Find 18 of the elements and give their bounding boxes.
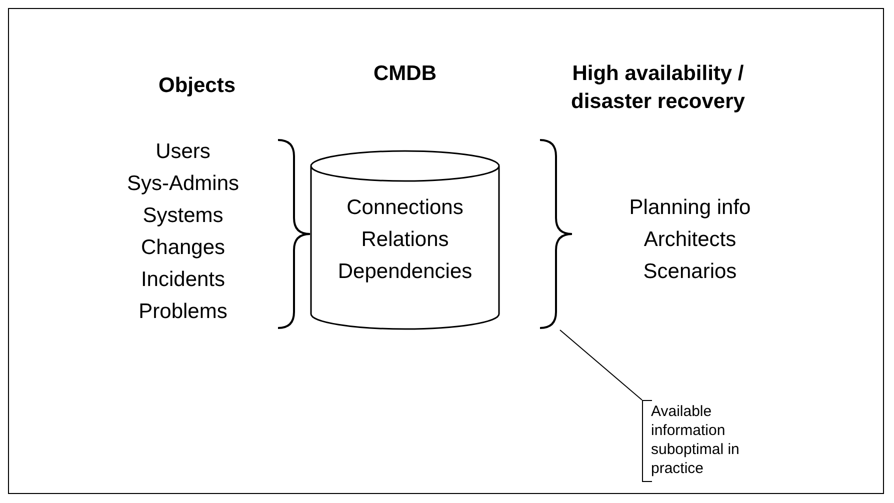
- column-heading: High availability / disaster recovery: [570, 61, 746, 115]
- note-text: Available information suboptimal in practice: [651, 402, 740, 478]
- list-item: Incidents: [140, 268, 226, 292]
- list-item: Planning info: [628, 196, 752, 220]
- list-item: Scenarios: [642, 260, 738, 284]
- list-item: Systems: [142, 204, 224, 228]
- list-item: Relations: [360, 228, 450, 252]
- column-heading: CMDB: [372, 62, 438, 86]
- curly-brace: [539, 139, 575, 330]
- list-item: Dependencies: [336, 260, 474, 284]
- list-item: Problems: [138, 300, 228, 324]
- list-item: Architects: [642, 228, 738, 252]
- column-heading: Objects: [157, 73, 237, 99]
- list-item: Connections: [346, 196, 464, 220]
- list-item: Users: [154, 140, 212, 164]
- list-item: Sys-Admins: [126, 172, 240, 196]
- list-item: Changes: [140, 236, 226, 260]
- leader-line: [560, 330, 642, 400]
